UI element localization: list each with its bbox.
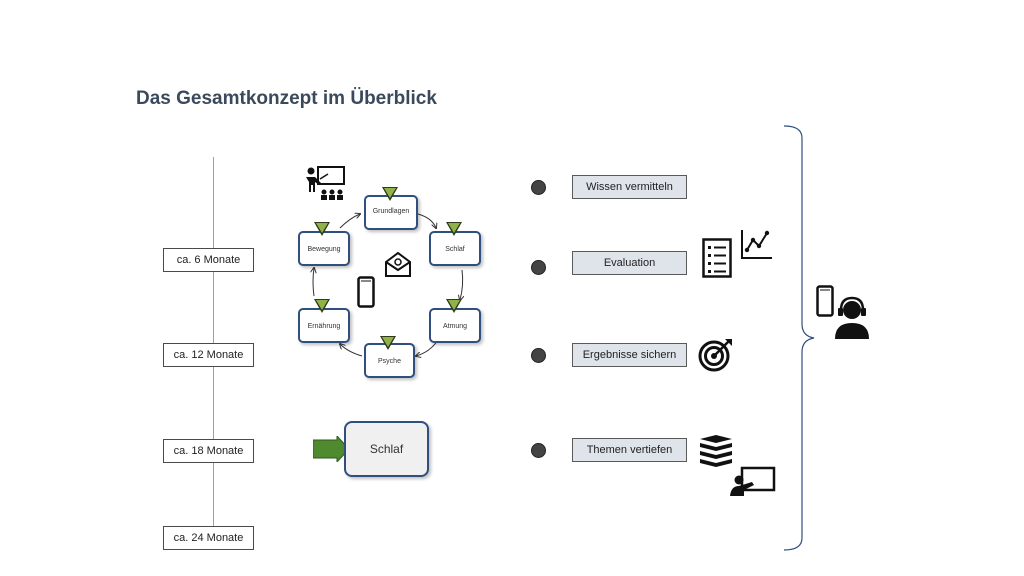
email-icon: [385, 251, 411, 277]
arrow-right-icon: [313, 436, 349, 462]
timeline-label-6: ca. 6 Monate: [163, 248, 254, 272]
phone-icon: [816, 285, 834, 317]
books-icon: [700, 435, 732, 467]
line-chart-icon: [741, 230, 772, 259]
arrow-bewegung-grundlagen: [339, 214, 360, 229]
bullet-dot: [531, 443, 546, 458]
bullet-dot: [531, 260, 546, 275]
triangle-marker-atmung: [446, 299, 462, 313]
presentation-screen-icon: [730, 466, 776, 496]
timeline-label-12: ca. 12 Monate: [163, 343, 254, 367]
cycle-box-grundlagen: Grundlagen: [364, 195, 418, 230]
step-ergebnisse-sichern: Ergebnisse sichern: [572, 343, 687, 367]
support-agent-icon: [835, 296, 869, 339]
bullet-dot: [531, 180, 546, 195]
cycle-box-atmung: Atmung: [429, 308, 481, 343]
step-themen-vertiefen: Themen vertiefen: [572, 438, 687, 462]
phone-icon: [357, 276, 375, 308]
step-wissen-vermitteln: Wissen vermitteln: [572, 175, 687, 199]
timeline-label-24: ca. 24 Monate: [163, 526, 254, 550]
cycle-box-ernaehrung: Ernährung: [298, 308, 350, 343]
bullet-dot: [531, 348, 546, 363]
step-evaluation: Evaluation: [572, 251, 687, 275]
timeline-label-18: ca. 18 Monate: [163, 439, 254, 463]
arrow-ernaehrung-bewegung: [313, 268, 314, 297]
triangle-marker-psyche: [380, 336, 396, 350]
triangle-marker-bewegung: [314, 222, 330, 236]
current-module-box: Schlaf: [344, 421, 429, 477]
arrow-schlaf-atmung: [460, 269, 463, 300]
cycle-box-schlaf: Schlaf: [429, 231, 481, 266]
triangle-marker-schlaf: [446, 222, 462, 236]
arrow-psyche-ernaehrung: [340, 344, 363, 357]
curly-bracket: [783, 125, 815, 551]
arrow-grundlagen-schlaf: [417, 213, 436, 228]
triangle-marker-grundlagen: [382, 187, 398, 201]
page-title: Das Gesamtkonzept im Überblick: [136, 88, 437, 109]
triangle-marker-ernaehrung: [314, 299, 330, 313]
checklist-icon: [702, 238, 732, 278]
presenter-icon: [306, 166, 345, 200]
target-icon: [698, 339, 732, 372]
cycle-box-bewegung: Bewegung: [298, 231, 350, 266]
